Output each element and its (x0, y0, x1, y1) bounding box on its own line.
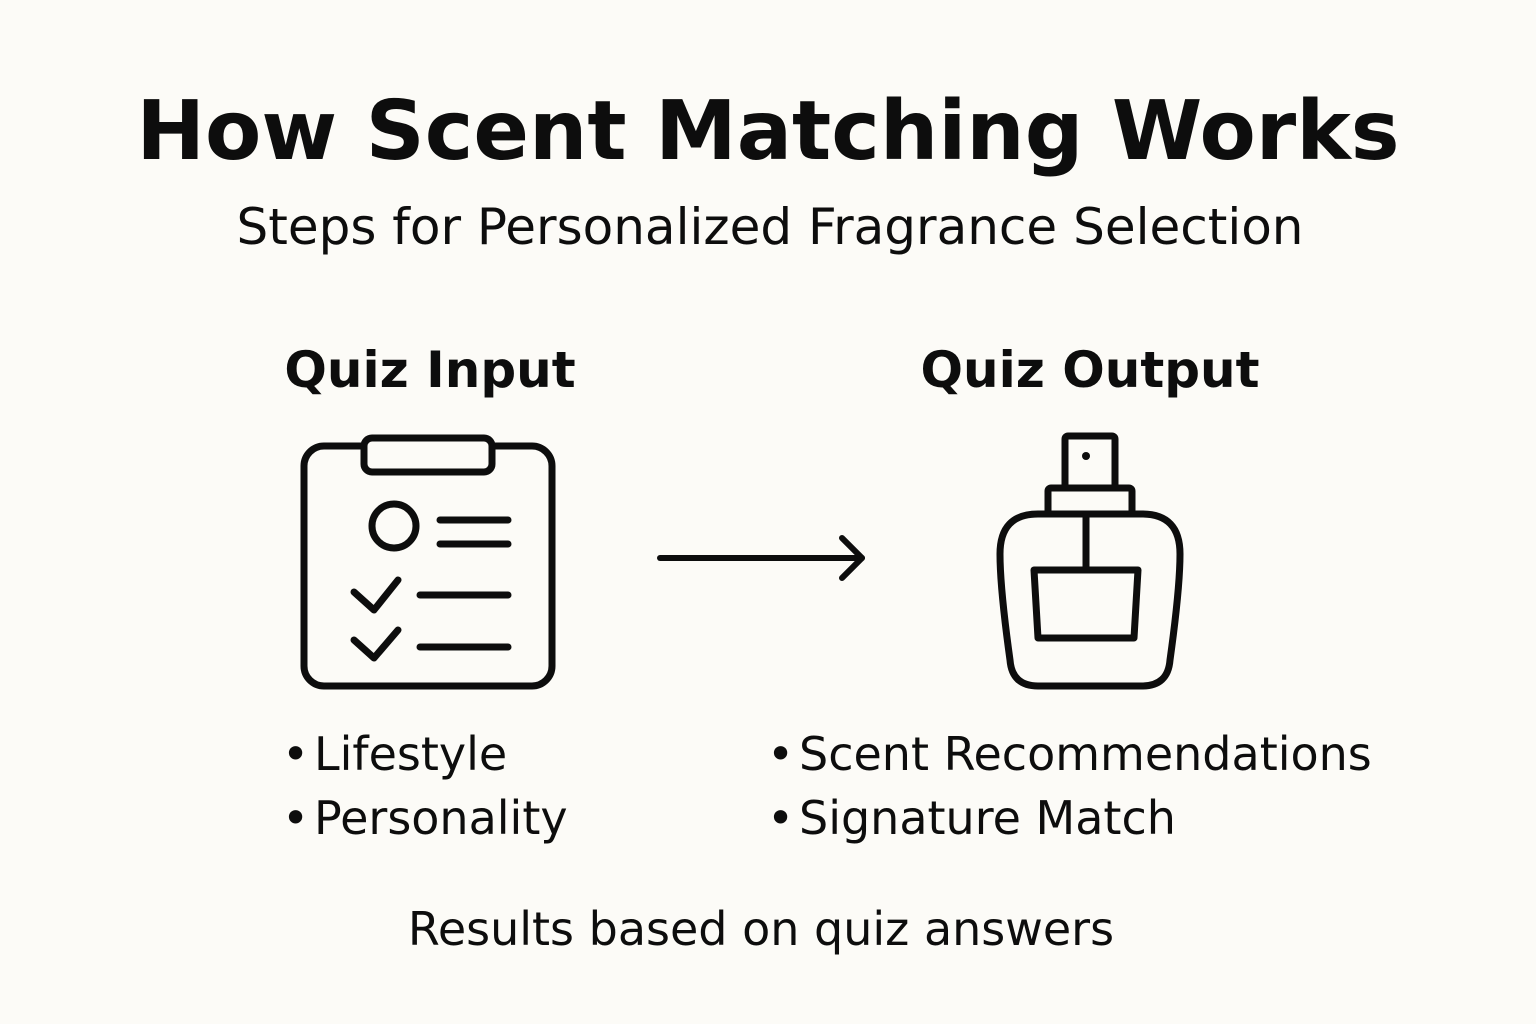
page-subtitle: Steps for Personalized Fragrance Selecti… (236, 198, 1304, 256)
footer-note: Results based on quiz answers (407, 902, 1115, 956)
list-item: Scent Recommendations (767, 722, 1372, 786)
arrow-right-icon (657, 535, 865, 581)
output-heading: Quiz Output (920, 341, 1260, 399)
clipboard-checklist-icon (300, 434, 556, 690)
input-list: Lifestyle Personality (282, 722, 568, 850)
list-item: Signature Match (767, 786, 1372, 850)
input-heading: Quiz Input (284, 341, 576, 399)
list-item: Personality (282, 786, 568, 850)
output-list: Scent Recommendations Signature Match (767, 722, 1372, 850)
perfume-bottle-icon (996, 432, 1184, 690)
page-title: How Scent Matching Works (136, 84, 1400, 179)
list-item: Lifestyle (282, 722, 568, 786)
